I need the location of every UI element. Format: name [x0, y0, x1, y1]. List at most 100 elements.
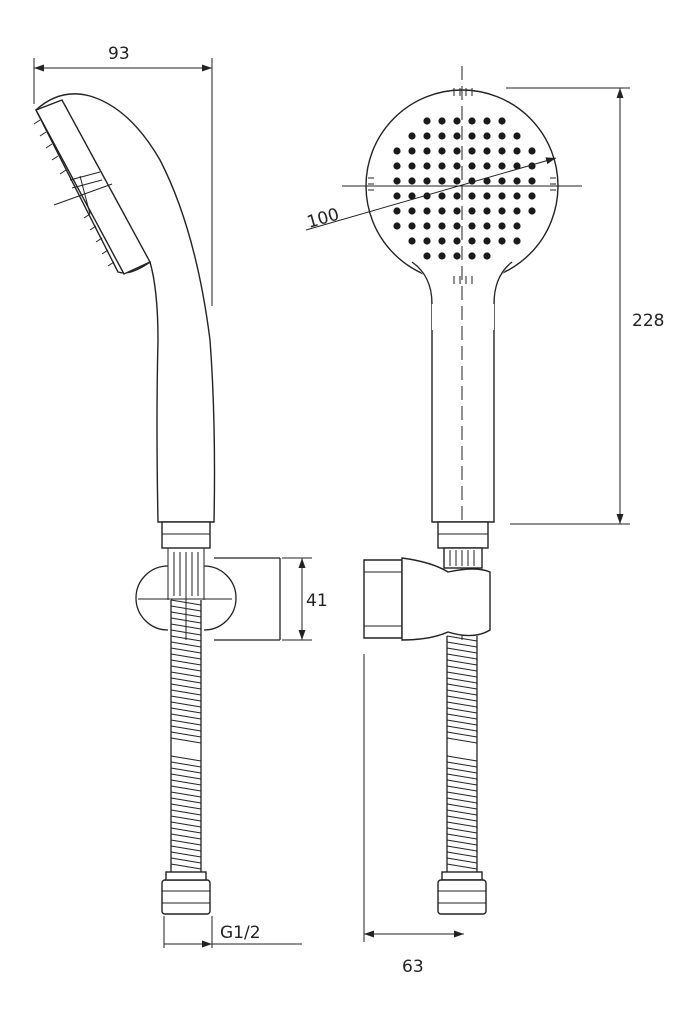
hose-coil [446, 767, 478, 774]
hose-coil [446, 665, 478, 672]
hose-coil [446, 659, 478, 666]
nozzle-hole [453, 252, 461, 260]
nozzle-hole [498, 222, 506, 230]
front-bottom-nut [437, 879, 487, 915]
front-connector-ribs [449, 550, 475, 566]
nozzle-hole [438, 192, 446, 200]
nozzle-hole [498, 177, 506, 185]
hose-coil [446, 845, 478, 852]
hose-coil [170, 689, 202, 696]
hose-coil [446, 719, 478, 726]
hose-coil [170, 713, 202, 720]
hose-coil [170, 653, 202, 660]
side-nozzles [33, 119, 115, 267]
side-view [33, 93, 281, 915]
nozzle-hole [408, 132, 416, 140]
nozzle-hole [468, 117, 476, 125]
hose-coil [446, 863, 478, 870]
dimension-width-top-label: 93 [108, 44, 130, 64]
nozzle-hole [513, 132, 521, 140]
nozzle-hole [498, 237, 506, 245]
nozzle-hole [498, 162, 506, 170]
front-view [342, 66, 582, 915]
nozzle-hole [453, 162, 461, 170]
nozzle-hole [423, 222, 431, 230]
nozzle-hole [468, 192, 476, 200]
side-wall-holder [135, 557, 281, 641]
nozzle-hole [453, 192, 461, 200]
dimension-thread: G1/2 [163, 916, 302, 948]
front-connector [437, 521, 489, 549]
hose-coil [170, 857, 202, 864]
hose-coil [170, 863, 202, 870]
hose-coil [170, 839, 202, 846]
nozzle-hole [393, 207, 401, 215]
hose-coil [170, 695, 202, 702]
hose-coil [170, 827, 202, 834]
hose-coil [170, 647, 202, 654]
nozzle-hole [423, 147, 431, 155]
hose-coil [170, 641, 202, 648]
dimension-thread-label: G1/2 [220, 923, 261, 943]
nozzle-hole [408, 147, 416, 155]
side-head-face [35, 99, 151, 275]
nozzle-hole [393, 192, 401, 200]
nozzle-hole [393, 222, 401, 230]
hose-coil [170, 623, 202, 630]
nozzle-hole [438, 222, 446, 230]
hose-coil [170, 785, 202, 792]
nozzle-hole [498, 117, 506, 125]
hose-coil [170, 779, 202, 786]
nozzle-hole [408, 177, 416, 185]
nozzle-hole [468, 207, 476, 215]
hose-coil [446, 827, 478, 834]
hose-coil [446, 833, 478, 840]
nozzle-hole [468, 237, 476, 245]
hose-coil [446, 755, 478, 762]
nozzle-hole [453, 207, 461, 215]
nozzle-hole [528, 207, 536, 215]
hose-coil [446, 737, 478, 744]
nozzle-hole [498, 192, 506, 200]
nozzle-hole [483, 252, 491, 260]
hose-coil [446, 731, 478, 738]
nozzle-hole [423, 177, 431, 185]
hose-coil [170, 773, 202, 780]
side-connector [161, 521, 211, 549]
hose-coil [446, 641, 478, 648]
hose-coil [170, 761, 202, 768]
nozzle-hole [453, 237, 461, 245]
dimension-holder-height: 41 [282, 557, 328, 641]
hose-coil [170, 677, 202, 684]
nozzle-hole [483, 147, 491, 155]
hose-coil [446, 785, 478, 792]
hose-coil [170, 683, 202, 690]
front-wall-holder [363, 557, 491, 641]
nozzle-hole [423, 117, 431, 125]
nozzle-hole [513, 177, 521, 185]
nozzle-hole [513, 147, 521, 155]
front-rim-ticks [368, 88, 556, 284]
front-nozzle-holes [393, 117, 536, 260]
nozzle-hole [528, 177, 536, 185]
hose-coil [446, 725, 478, 732]
nozzle-hole [513, 207, 521, 215]
hose-coil [446, 791, 478, 798]
nozzle-hole [483, 132, 491, 140]
nozzle-hole [468, 162, 476, 170]
dimension-total-height: 228 [506, 87, 664, 525]
hose-coil [170, 617, 202, 624]
hose-coil [170, 815, 202, 822]
hose-coil [170, 821, 202, 828]
hose-coil [446, 809, 478, 816]
nozzle-hole [393, 177, 401, 185]
hose-coil [170, 719, 202, 726]
nozzle-hole [453, 222, 461, 230]
hose-coil [170, 845, 202, 852]
side-handle-outline [35, 93, 216, 523]
hose-coil [170, 671, 202, 678]
hose-coil [170, 629, 202, 636]
dimension-width-top: 93 [33, 44, 213, 306]
nozzle-hole [423, 132, 431, 140]
